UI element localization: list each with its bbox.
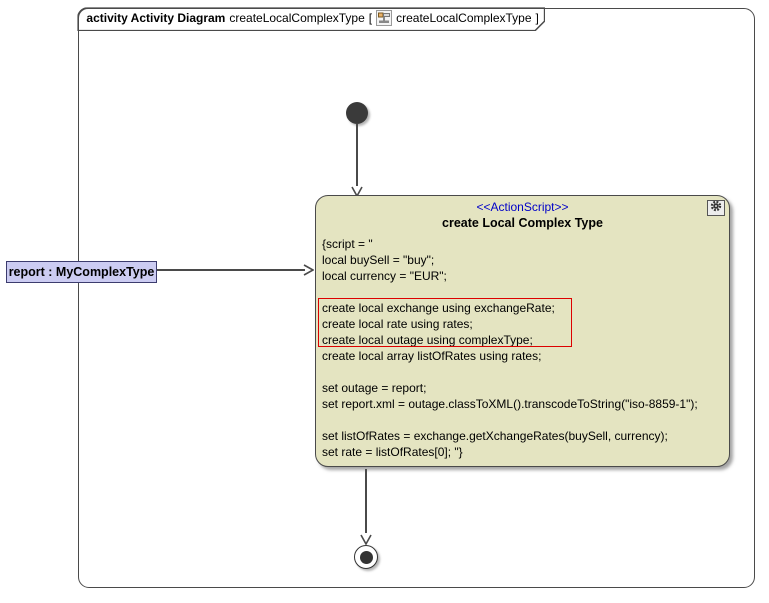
script-line: local buySell = "buy"; — [322, 253, 435, 267]
edge-pin-to-action[interactable] — [157, 269, 305, 271]
frame-open-bracket: [ — [368, 11, 373, 26]
frame-ref-name: createLocalComplexType — [396, 11, 532, 26]
action-stereotype: <<ActionScript>> — [476, 200, 569, 214]
action-behavior-button[interactable] — [707, 200, 725, 216]
frame-title: activity Activity Diagram createLocalCom… — [77, 7, 545, 29]
initial-node[interactable] — [346, 102, 368, 124]
script-line: set listOfRates = exchange.getXchangeRat… — [322, 429, 668, 443]
action-title: create Local Complex Type — [442, 216, 603, 230]
activity-diagram-icon — [376, 10, 392, 26]
activity-final-node[interactable] — [354, 545, 378, 569]
script-line: set report.xml = outage.classToXML().tra… — [322, 397, 698, 411]
red-highlight-rectangle[interactable] — [318, 298, 572, 347]
script-line — [322, 364, 729, 380]
script-line: set rate = listOfRates[0]; "} — [322, 445, 463, 459]
gear-icon — [710, 199, 722, 217]
input-pin-label[interactable]: report : MyComplexType — [6, 261, 157, 283]
script-line: create local exchange using exchangeRate… — [322, 301, 555, 315]
activity-frame: activity Activity Diagram createLocalCom… — [78, 8, 755, 588]
input-pin-label-text: report : MyComplexType — [8, 265, 155, 279]
script-line: set outage = report; — [322, 381, 427, 395]
script-line: create local array listOfRates using rat… — [322, 349, 542, 363]
edge-action-to-final[interactable] — [365, 469, 367, 533]
action-script-text: {script = " local buySell = "buy"; local… — [316, 236, 729, 460]
frame-title-tab: activity Activity Diagram createLocalCom… — [77, 7, 545, 31]
script-line: local currency = "EUR"; — [322, 269, 447, 283]
frame-close-bracket: ] — [535, 11, 539, 26]
script-line — [322, 412, 729, 428]
frame-heading: activity Activity Diagram — [86, 11, 226, 26]
edge-initial-to-action[interactable] — [356, 124, 358, 186]
frame-diagram-name: createLocalComplexType — [229, 11, 365, 26]
script-line: create local rate using rates; — [322, 317, 473, 331]
arrowhead-down-icon — [359, 532, 373, 550]
script-line: {script = " — [322, 237, 373, 251]
action-node-create-local-complex-type[interactable]: <<ActionScript>> create Local Complex Ty… — [315, 195, 730, 467]
final-node-dot — [359, 550, 373, 564]
arrowhead-right-icon — [303, 263, 315, 282]
script-line: create local outage using complexType; — [322, 333, 533, 347]
